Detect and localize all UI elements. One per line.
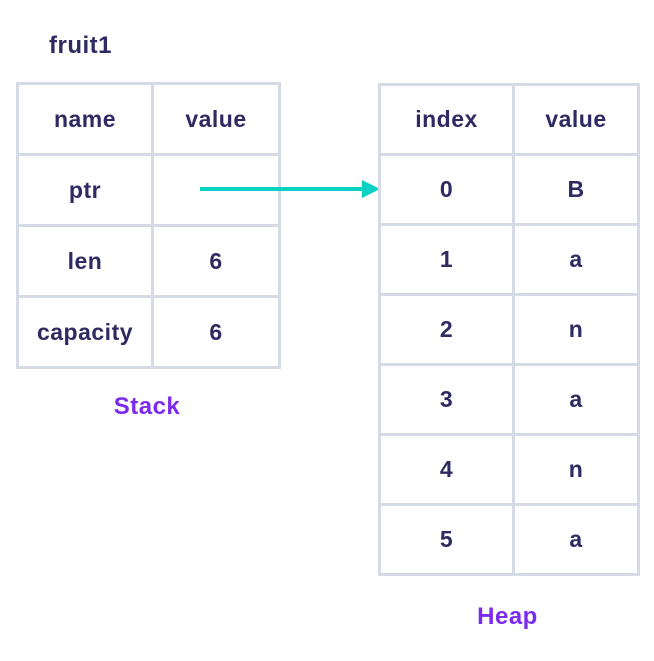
table-row: 1 a <box>378 223 640 296</box>
table-row: len 6 <box>16 224 281 298</box>
heap-cell-index-4: 4 <box>378 433 515 506</box>
heap-cell-index-1: 1 <box>378 223 515 296</box>
heap-cell-index-0: 0 <box>378 153 515 226</box>
heap-cell-value-1: a <box>512 223 640 296</box>
stack-cell-len-value: 6 <box>151 224 281 298</box>
heap-cell-value-4: n <box>512 433 640 506</box>
heap-table: index value 0 B 1 a 2 n 3 a 4 n 5 a <box>378 83 640 576</box>
heap-header-row: index value <box>378 83 640 156</box>
stack-label: Stack <box>113 393 181 420</box>
stack-header-row: name value <box>16 82 281 156</box>
stack-table: name value ptr len 6 capacity 6 <box>16 82 281 369</box>
table-row: 4 n <box>378 433 640 506</box>
heap-cell-index-5: 5 <box>378 503 515 576</box>
table-row: 3 a <box>378 363 640 436</box>
heap-cell-value-5: a <box>512 503 640 576</box>
table-row: 0 B <box>378 153 640 226</box>
stack-header-value: value <box>151 82 281 156</box>
heap-cell-value-2: n <box>512 293 640 366</box>
heap-cell-index-2: 2 <box>378 293 515 366</box>
variable-name-label: fruit1 <box>49 32 112 59</box>
stack-cell-capacity-value: 6 <box>151 295 281 369</box>
table-row: 5 a <box>378 503 640 576</box>
stack-cell-ptr-name: ptr <box>16 153 154 227</box>
heap-label: Heap <box>477 603 538 630</box>
heap-cell-value-0: B <box>512 153 640 226</box>
heap-cell-value-3: a <box>512 363 640 436</box>
table-row: capacity 6 <box>16 295 281 369</box>
stack-header-name: name <box>16 82 154 156</box>
ptr-to-heap-arrow-icon <box>200 180 380 198</box>
heap-header-index: index <box>378 83 515 156</box>
heap-header-value: value <box>512 83 640 156</box>
stack-cell-capacity-name: capacity <box>16 295 154 369</box>
stack-cell-len-name: len <box>16 224 154 298</box>
heap-cell-index-3: 3 <box>378 363 515 436</box>
table-row: 2 n <box>378 293 640 366</box>
